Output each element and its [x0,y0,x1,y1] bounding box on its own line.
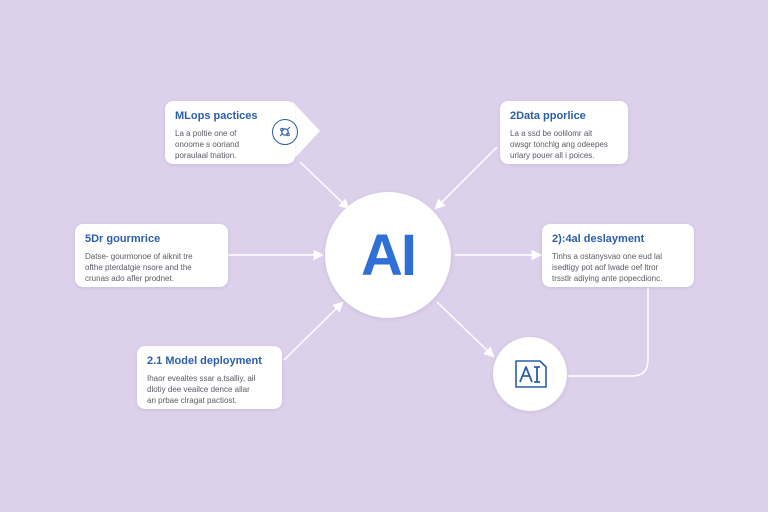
ai-chip-icon [515,360,547,388]
connector-deployment-to-badge [568,288,649,377]
card-line: isedtigy pot aof lwade oef ltror [552,263,659,272]
card-title: 5Dr gourmrice [85,233,161,245]
ai-hub-node: AI [325,192,451,318]
card-line: onoome s ooriand [175,140,240,149]
card-line: owsgr tonchlg ang odeepes [510,140,608,149]
card-model-deployment: 2.1 Model deployment Ihaor evealtes ssar… [137,346,282,409]
connector-hub-to-badge [436,301,495,358]
card-description: La a poltie one of onoome s ooriand pora… [175,128,285,161]
connector-data-to-hub [434,146,498,210]
card-line: an prbae clragat pactiost. [147,396,237,405]
card-line: Datse- gourmonoe of aiknit tre [85,252,193,261]
card-title: 2.1 Model deployment [147,355,262,367]
card-title: MLops pactices [175,110,258,122]
ai-hub-label: AI [361,222,417,288]
card-line: Tinhs a ostanysvao one eud lal [552,252,662,261]
card-line: La a ssd be oolilomr ait [510,129,593,138]
card-governance: 5Dr gourmrice Datse- gourmonoe of aiknit… [75,224,228,287]
card-line: La a poltie one of [175,129,237,138]
card-data-practice: 2Data pporlice La a ssd be oolilomr ait … [500,101,628,164]
card-title: 2Data pporlice [510,110,586,122]
card-description: Datse- gourmonoe of aiknit tre ofthe pte… [85,251,218,284]
card-line: poraulaal tnation. [175,151,237,160]
card-description: Tinhs a ostanysvao one eud lal isedtigy … [552,251,684,284]
mlops-card-pointer [292,101,320,161]
connector-mlops-to-hub [299,161,350,210]
card-line: trsstlr adiying ante popecdionc. [552,274,663,283]
card-line: urlary pouer all i poices. [510,151,595,160]
card-line: ofthe pterdatgie nsore and the [85,263,192,272]
card-description: Ihaor evealtes ssar a.tsalliy, ail dloti… [147,373,272,406]
card-title: 2):4al deslayment [552,233,645,245]
card-mlops-practices: MLops pactices La a poltie one of onoome… [165,101,295,164]
card-line: Ihaor evealtes ssar a.tsalliy, ail [147,374,256,383]
card-line: dlotiy dee veailce dence allar [147,385,250,394]
connector-model-to-hub [283,301,344,361]
card-description: La a ssd be oolilomr ait owsgr tonchlg a… [510,128,618,161]
gear-people-icon [272,119,298,145]
ai-badge-node [493,337,567,411]
card-line: crunas ado afler prodnet. [85,274,174,283]
card-deployment: 2):4al deslayment Tinhs a ostanysvao one… [542,224,694,287]
